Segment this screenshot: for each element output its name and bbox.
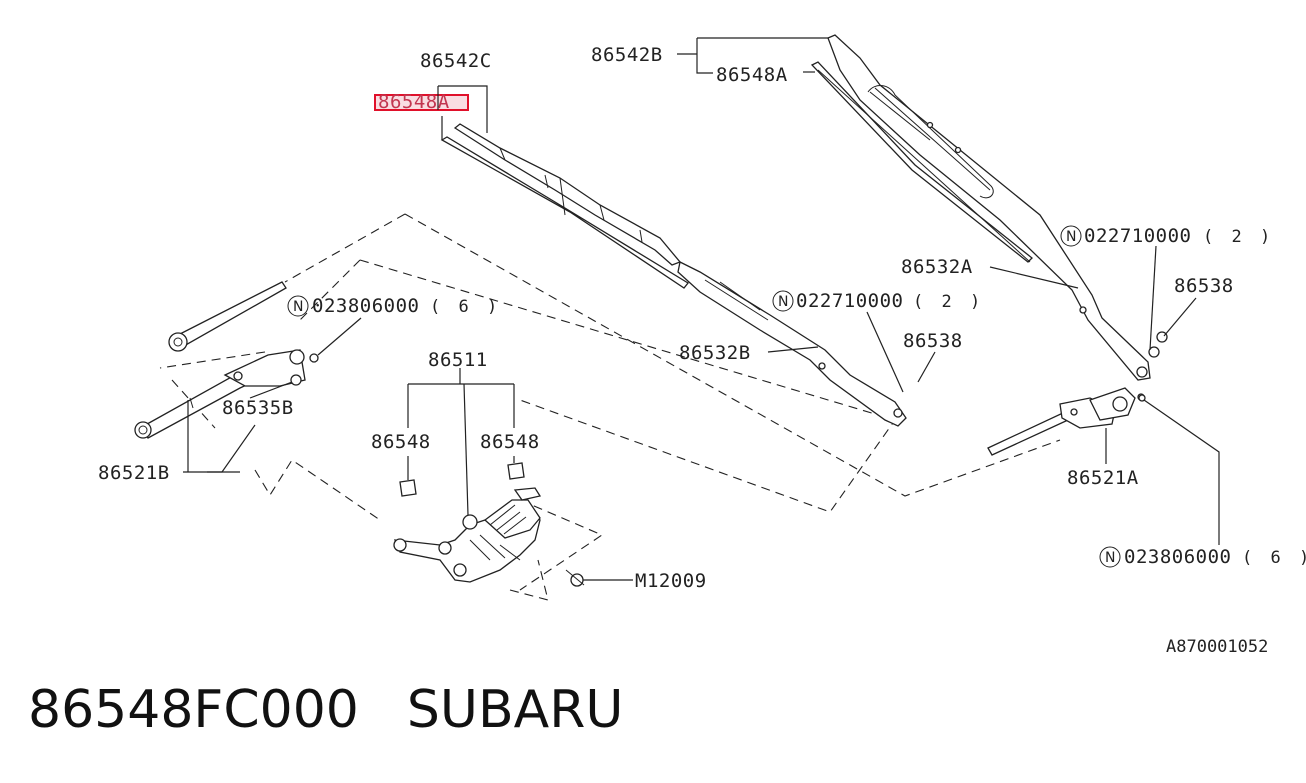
label-86548A-left: 86548A xyxy=(378,91,450,113)
label-86542B: 86542B xyxy=(591,44,663,66)
svg-text:N: N xyxy=(293,299,303,315)
n-mark-icon xyxy=(1060,225,1082,247)
n-mark-icon xyxy=(1099,546,1121,568)
right-pivot-assembly[interactable] xyxy=(1089,366,1148,421)
label-86538-center: 86538 xyxy=(903,330,963,352)
label-86548A-right: 86548A xyxy=(716,64,788,86)
label-M12009: M12009 xyxy=(635,570,707,592)
label-86535B: 86535B xyxy=(222,397,294,419)
n-mark-icon xyxy=(772,290,794,312)
right-wiper-arm[interactable] xyxy=(827,34,1151,381)
nmark-023806000-right: N 023806000 ( 6 ) xyxy=(1099,546,1306,568)
left-wiper-arm[interactable] xyxy=(677,261,907,427)
label-86538-right: 86538 xyxy=(1174,275,1234,297)
left-pivot-assembly[interactable] xyxy=(223,349,319,387)
nmark-023806000-left: N 023806000 ( 6 ) xyxy=(287,295,501,317)
nmark-022710000-right: N 022710000 ( 2 ) xyxy=(1060,225,1274,247)
svg-text:N: N xyxy=(1066,229,1076,245)
leader-lines xyxy=(183,37,1220,581)
svg-text:022710000: 022710000 xyxy=(1084,225,1191,247)
label-86511: 86511 xyxy=(428,349,488,371)
left-wiper-blade[interactable] xyxy=(440,123,689,289)
label-86548-left: 86548 xyxy=(371,431,431,453)
svg-text:023806000: 023806000 xyxy=(312,295,419,317)
svg-text:022710000: 022710000 xyxy=(796,290,903,312)
label-86521A: 86521A xyxy=(1067,467,1139,489)
svg-text:( 2 ): ( 2 ) xyxy=(1203,227,1274,247)
n-mark-icon xyxy=(287,295,309,317)
diagram-reference-code: A870001052 xyxy=(1166,637,1268,657)
label-86532B: 86532B xyxy=(679,342,751,364)
motor-grommets[interactable] xyxy=(399,462,525,497)
label-86532A: 86532A xyxy=(901,256,973,278)
footer-part-info: 86548FC000 SUBARU xyxy=(28,680,623,740)
brand-name: SUBARU xyxy=(406,680,624,740)
svg-text:023806000: 023806000 xyxy=(1124,546,1231,568)
svg-text:N: N xyxy=(778,294,788,310)
svg-text:( 2 ): ( 2 ) xyxy=(913,292,984,312)
svg-text:( 6 ): ( 6 ) xyxy=(430,297,501,317)
svg-text:( 6 ): ( 6 ) xyxy=(1242,548,1306,568)
wiper-motor[interactable] xyxy=(393,487,542,583)
label-86521B: 86521B xyxy=(98,462,170,484)
part-number: 86548FC000 xyxy=(28,680,359,740)
motor-bolt[interactable] xyxy=(565,569,585,587)
highlight-box xyxy=(374,94,469,111)
callout-labels: 86542C 86548A 86542B 86548A 86532A 86532… xyxy=(98,44,1234,592)
right-wiper-blade[interactable] xyxy=(810,61,1033,263)
left-upper-link-rod[interactable] xyxy=(168,281,287,352)
svg-text:N: N xyxy=(1105,550,1115,566)
label-86548-right: 86548 xyxy=(480,431,540,453)
label-86542C: 86542C xyxy=(420,50,492,72)
nmark-022710000-center: N 022710000 ( 2 ) xyxy=(772,290,984,312)
